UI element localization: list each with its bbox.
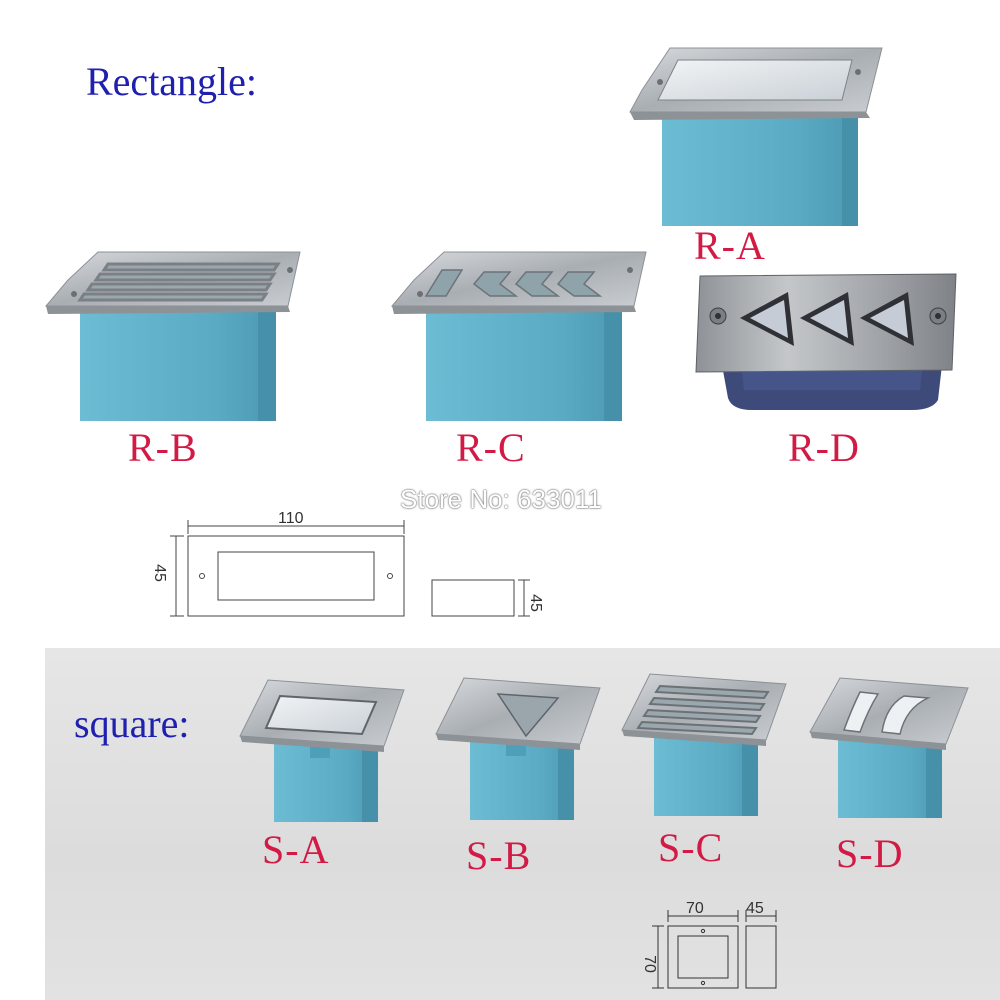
product-r-c bbox=[390, 251, 647, 421]
square-dimension-drawing bbox=[652, 910, 777, 989]
square-title: square: bbox=[74, 701, 190, 746]
product-r-b bbox=[44, 251, 301, 421]
label-r-a: R-A bbox=[694, 223, 766, 268]
product-s-a bbox=[239, 679, 405, 822]
square-height-dimension: 70 bbox=[640, 955, 658, 973]
store-watermark: Store No: 633011 bbox=[400, 484, 602, 514]
rectangle-dimension-drawing bbox=[170, 520, 530, 617]
square-depth-dimension: 45 bbox=[746, 900, 764, 917]
label-r-b: R-B bbox=[128, 425, 198, 470]
product-r-d bbox=[695, 273, 957, 410]
rect-height-dimension: 45 bbox=[150, 564, 168, 582]
square-width-dimension: 70 bbox=[686, 900, 704, 917]
product-s-c bbox=[621, 673, 787, 816]
label-s-b: S-B bbox=[466, 833, 532, 878]
product-s-d bbox=[809, 677, 969, 818]
label-r-c: R-C bbox=[456, 425, 526, 470]
label-r-d: R-D bbox=[788, 425, 860, 470]
product-s-b bbox=[435, 677, 601, 820]
label-s-a: S-A bbox=[262, 827, 330, 872]
rect-width-dimension: 110 bbox=[278, 510, 304, 527]
rectangle-title: Rectangle: bbox=[86, 59, 258, 104]
label-s-d: S-D bbox=[836, 831, 904, 876]
label-s-c: S-C bbox=[658, 825, 724, 870]
product-r-a bbox=[629, 47, 883, 226]
rect-depth-dimension: 45 bbox=[526, 594, 544, 612]
